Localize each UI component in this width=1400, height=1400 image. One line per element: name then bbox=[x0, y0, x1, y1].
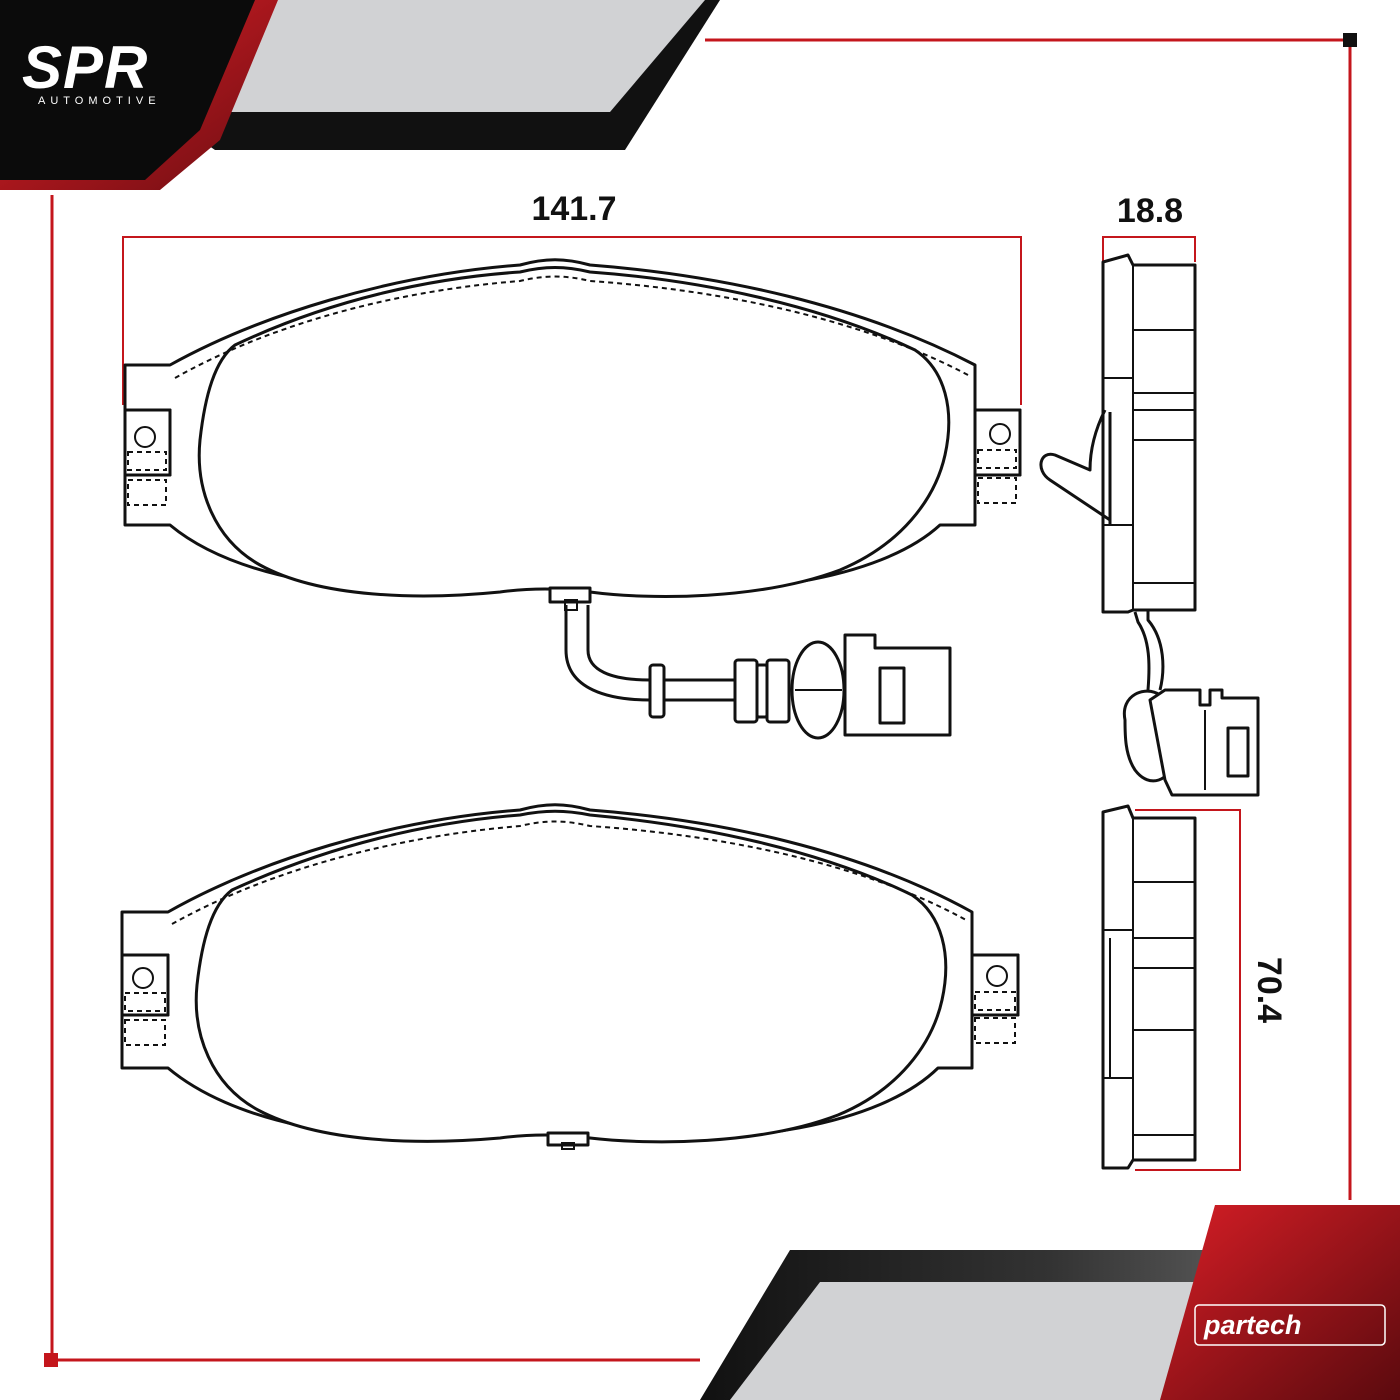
frame-corner-square bbox=[1343, 33, 1357, 47]
partech-logo: partech bbox=[1194, 1304, 1386, 1346]
dimension-height: 70.4 bbox=[1135, 809, 1288, 1171]
logo-main-text: SPR bbox=[22, 34, 148, 101]
logo-sub-text: AUTOMOTIVE bbox=[38, 95, 161, 107]
top-banner bbox=[0, 0, 720, 190]
wear-sensor-front-view bbox=[564, 605, 952, 740]
spr-logo: SPR AUTOMOTIVE bbox=[22, 34, 161, 107]
red-frame bbox=[44, 33, 1357, 1367]
frame-corner-square bbox=[44, 1353, 58, 1367]
partner-logo-text: partech bbox=[1203, 1310, 1302, 1340]
lower-pad-side-view bbox=[1101, 804, 1197, 1170]
bottom-banner bbox=[700, 1205, 1400, 1400]
dimension-thickness-label: 18.8 bbox=[1117, 192, 1183, 230]
upper-pad-front-view bbox=[123, 258, 1022, 611]
dimension-width: 141.7 bbox=[122, 190, 1022, 405]
dimension-width-label: 141.7 bbox=[531, 190, 616, 228]
upper-pad-side-view bbox=[1039, 253, 1260, 797]
lower-pad-front-view bbox=[120, 803, 1020, 1150]
dimension-height-label: 70.4 bbox=[1250, 957, 1288, 1023]
dimension-thickness: 18.8 bbox=[1102, 192, 1196, 262]
